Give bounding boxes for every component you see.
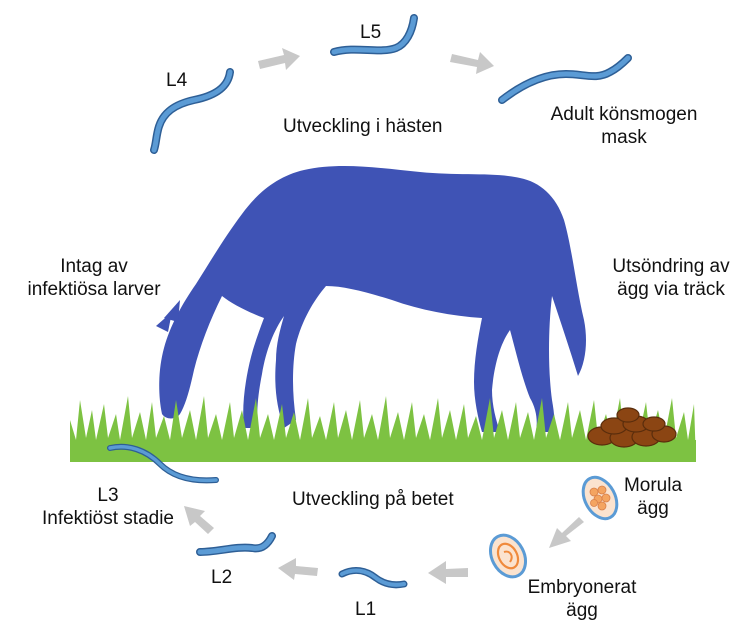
worm-l1-icon bbox=[342, 571, 404, 585]
stage-label-l3: L3 Infektiöst stadie bbox=[22, 484, 194, 530]
arrow-icon bbox=[549, 517, 584, 548]
morula-line-1: Morula bbox=[612, 474, 694, 497]
step-label-excretion: Utsöndring av ägg via träck bbox=[600, 255, 742, 301]
adult-line-2: mask bbox=[528, 126, 720, 149]
embryo-line-1: Embryonerat bbox=[522, 576, 642, 599]
l3-line-1: L3 bbox=[22, 484, 194, 507]
stage-label-morula: Morula ägg bbox=[612, 474, 694, 520]
stage-label-l5: L5 bbox=[360, 21, 381, 44]
stage-label-l1: L1 bbox=[355, 598, 376, 621]
arrow-icon bbox=[278, 558, 318, 580]
step-label-intake: Intag av infektiösa larver bbox=[6, 255, 182, 301]
adult-line-1: Adult könsmogen bbox=[528, 103, 720, 126]
stage-label-l2: L2 bbox=[211, 566, 232, 589]
embryo-line-2: ägg bbox=[522, 599, 642, 622]
horse-silhouette bbox=[156, 166, 586, 432]
excretion-line-2: ägg via träck bbox=[600, 278, 742, 301]
l3-line-2: Infektiöst stadie bbox=[22, 507, 194, 530]
worm-adult-icon bbox=[502, 58, 628, 100]
stage-label-adult: Adult könsmogen mask bbox=[528, 103, 720, 149]
arrow-icon bbox=[428, 561, 468, 584]
phase-label-pasture: Utveckling på betet bbox=[292, 488, 454, 511]
phase-label-horse: Utveckling i hästen bbox=[283, 115, 442, 138]
feces-pile bbox=[588, 408, 676, 447]
arrow-icon bbox=[258, 48, 300, 70]
stage-label-l4: L4 bbox=[166, 69, 187, 92]
worm-l2-icon bbox=[200, 536, 272, 552]
intake-line-1: Intag av bbox=[6, 255, 182, 278]
morula-line-2: ägg bbox=[612, 497, 694, 520]
stage-label-embryonated: Embryonerat ägg bbox=[522, 576, 642, 622]
arrow-icon bbox=[450, 52, 494, 74]
embryonated-egg-icon bbox=[484, 529, 533, 583]
excretion-line-1: Utsöndring av bbox=[600, 255, 742, 278]
intake-line-2: infektiösa larver bbox=[6, 278, 182, 301]
